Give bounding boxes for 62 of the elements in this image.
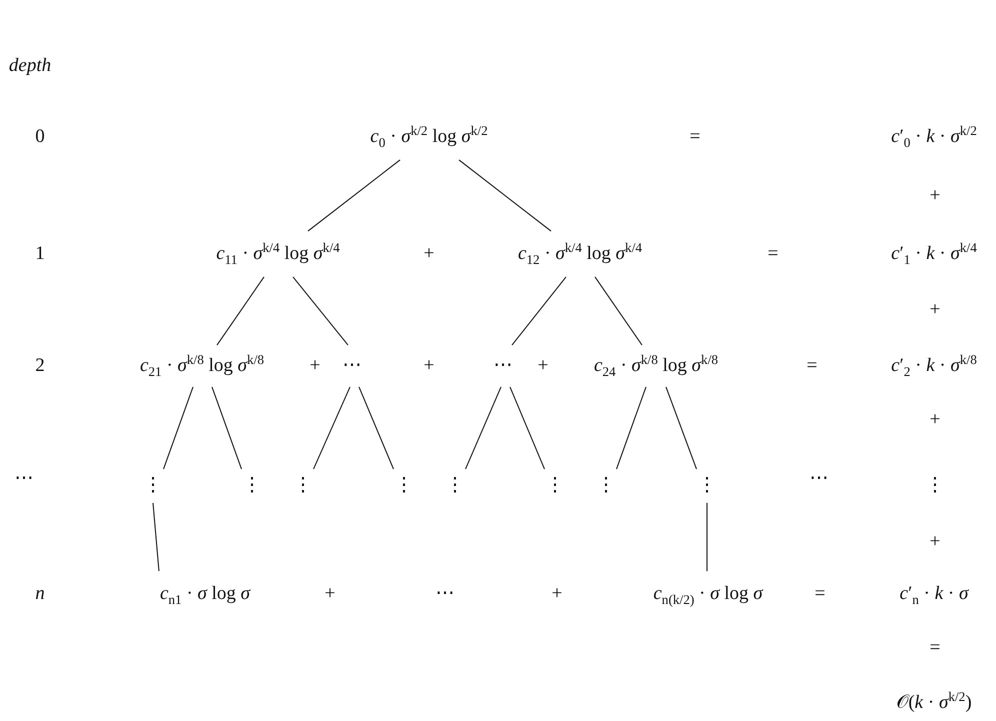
vertical-ellipsis: ⋮	[544, 469, 566, 503]
tree-branch	[616, 386, 646, 470]
depth-number: n	[35, 583, 45, 605]
vertical-ellipsis: ⋮	[392, 469, 416, 503]
plus-sign: +	[552, 583, 562, 605]
recurrence-term: c$_{n(k/2)}$ · σ log σ	[651, 571, 765, 617]
vertical-ellipsis: ⋮	[594, 469, 618, 503]
equals-sign: =	[806, 355, 818, 377]
vertical-ellipsis: ⋮	[142, 469, 164, 503]
equals-sign: =	[814, 583, 826, 605]
recurrence-term: c$_{24}$ · σ$^{k/8}$ log σ$^{k/8}$	[592, 345, 720, 387]
tree-branch	[512, 276, 566, 346]
depth-number: 2	[35, 355, 45, 377]
level-cost: c′$_{2}$ · k · σ$^{k/8}$	[891, 355, 977, 377]
total-cost: 𝒪(k · σ$^{k/2}$)	[896, 692, 972, 714]
plus-sign: +	[310, 355, 320, 377]
ellipsis: ⋯	[492, 345, 514, 387]
plus-sign: +	[424, 243, 434, 265]
tree-branch	[706, 502, 708, 572]
vertical-ellipsis: ⋮	[926, 475, 944, 497]
vertical-ellipsis: ⋮	[444, 469, 466, 503]
tree-branch	[152, 502, 160, 572]
tree-branch	[163, 386, 194, 470]
tree-branch	[594, 276, 642, 346]
equals-sign: =	[768, 243, 778, 265]
recurrence-term: c$_{n1}$ · σ log σ	[158, 571, 252, 617]
tree-branch	[458, 159, 552, 232]
equals-sign: =	[930, 637, 940, 659]
vertical-ellipsis: ⋮	[240, 469, 264, 503]
plus-sign: +	[930, 185, 940, 207]
plus-sign: +	[424, 355, 434, 377]
tree-branch	[465, 386, 502, 470]
level-cost: c′$_{n}$ · k · σ	[900, 583, 968, 605]
vertical-ellipsis: ⋮	[292, 469, 314, 503]
tree-branch	[666, 386, 697, 470]
recurrence-term: c$_{21}$ · σ$^{k/8}$ log σ$^{k/8}$	[138, 345, 266, 387]
tree-branch	[313, 386, 350, 470]
depth-number: ⋯	[14, 468, 34, 490]
equals-sign: =	[690, 126, 700, 148]
tree-branch	[216, 276, 264, 346]
ellipsis: ⋯	[810, 468, 828, 490]
ellipsis: ⋯	[340, 345, 364, 387]
tree-branch	[308, 159, 400, 232]
level-cost: c′$_{1}$ · k · σ$^{k/4}$	[891, 243, 977, 265]
level-cost: c′$_{0}$ · k · σ$^{k/2}$	[891, 126, 977, 148]
tree-branch	[292, 276, 348, 346]
ellipsis: ⋯	[436, 583, 454, 605]
tree-branch	[358, 386, 394, 470]
plus-sign: +	[930, 531, 940, 553]
plus-sign: +	[324, 583, 336, 605]
recurrence-term: c$_{0}$ · σ$^{k/2}$ log σ$^{k/2}$	[368, 114, 490, 160]
recurrence-term: c$_{12}$ · σ$^{k/4}$ log σ$^{k/4}$	[516, 231, 644, 277]
depth-number: 1	[35, 243, 45, 265]
tree-branch	[510, 386, 545, 470]
depth-number: 0	[35, 126, 45, 148]
recurrence-term: c$_{11}$ · σ$^{k/4}$ log σ$^{k/4}$	[214, 231, 342, 277]
axis-title: depth	[8, 55, 52, 77]
plus-sign: +	[930, 409, 940, 431]
tree-branch	[212, 386, 242, 470]
plus-sign: +	[538, 355, 548, 377]
vertical-ellipsis: ⋮	[696, 469, 718, 503]
plus-sign: +	[930, 299, 940, 321]
